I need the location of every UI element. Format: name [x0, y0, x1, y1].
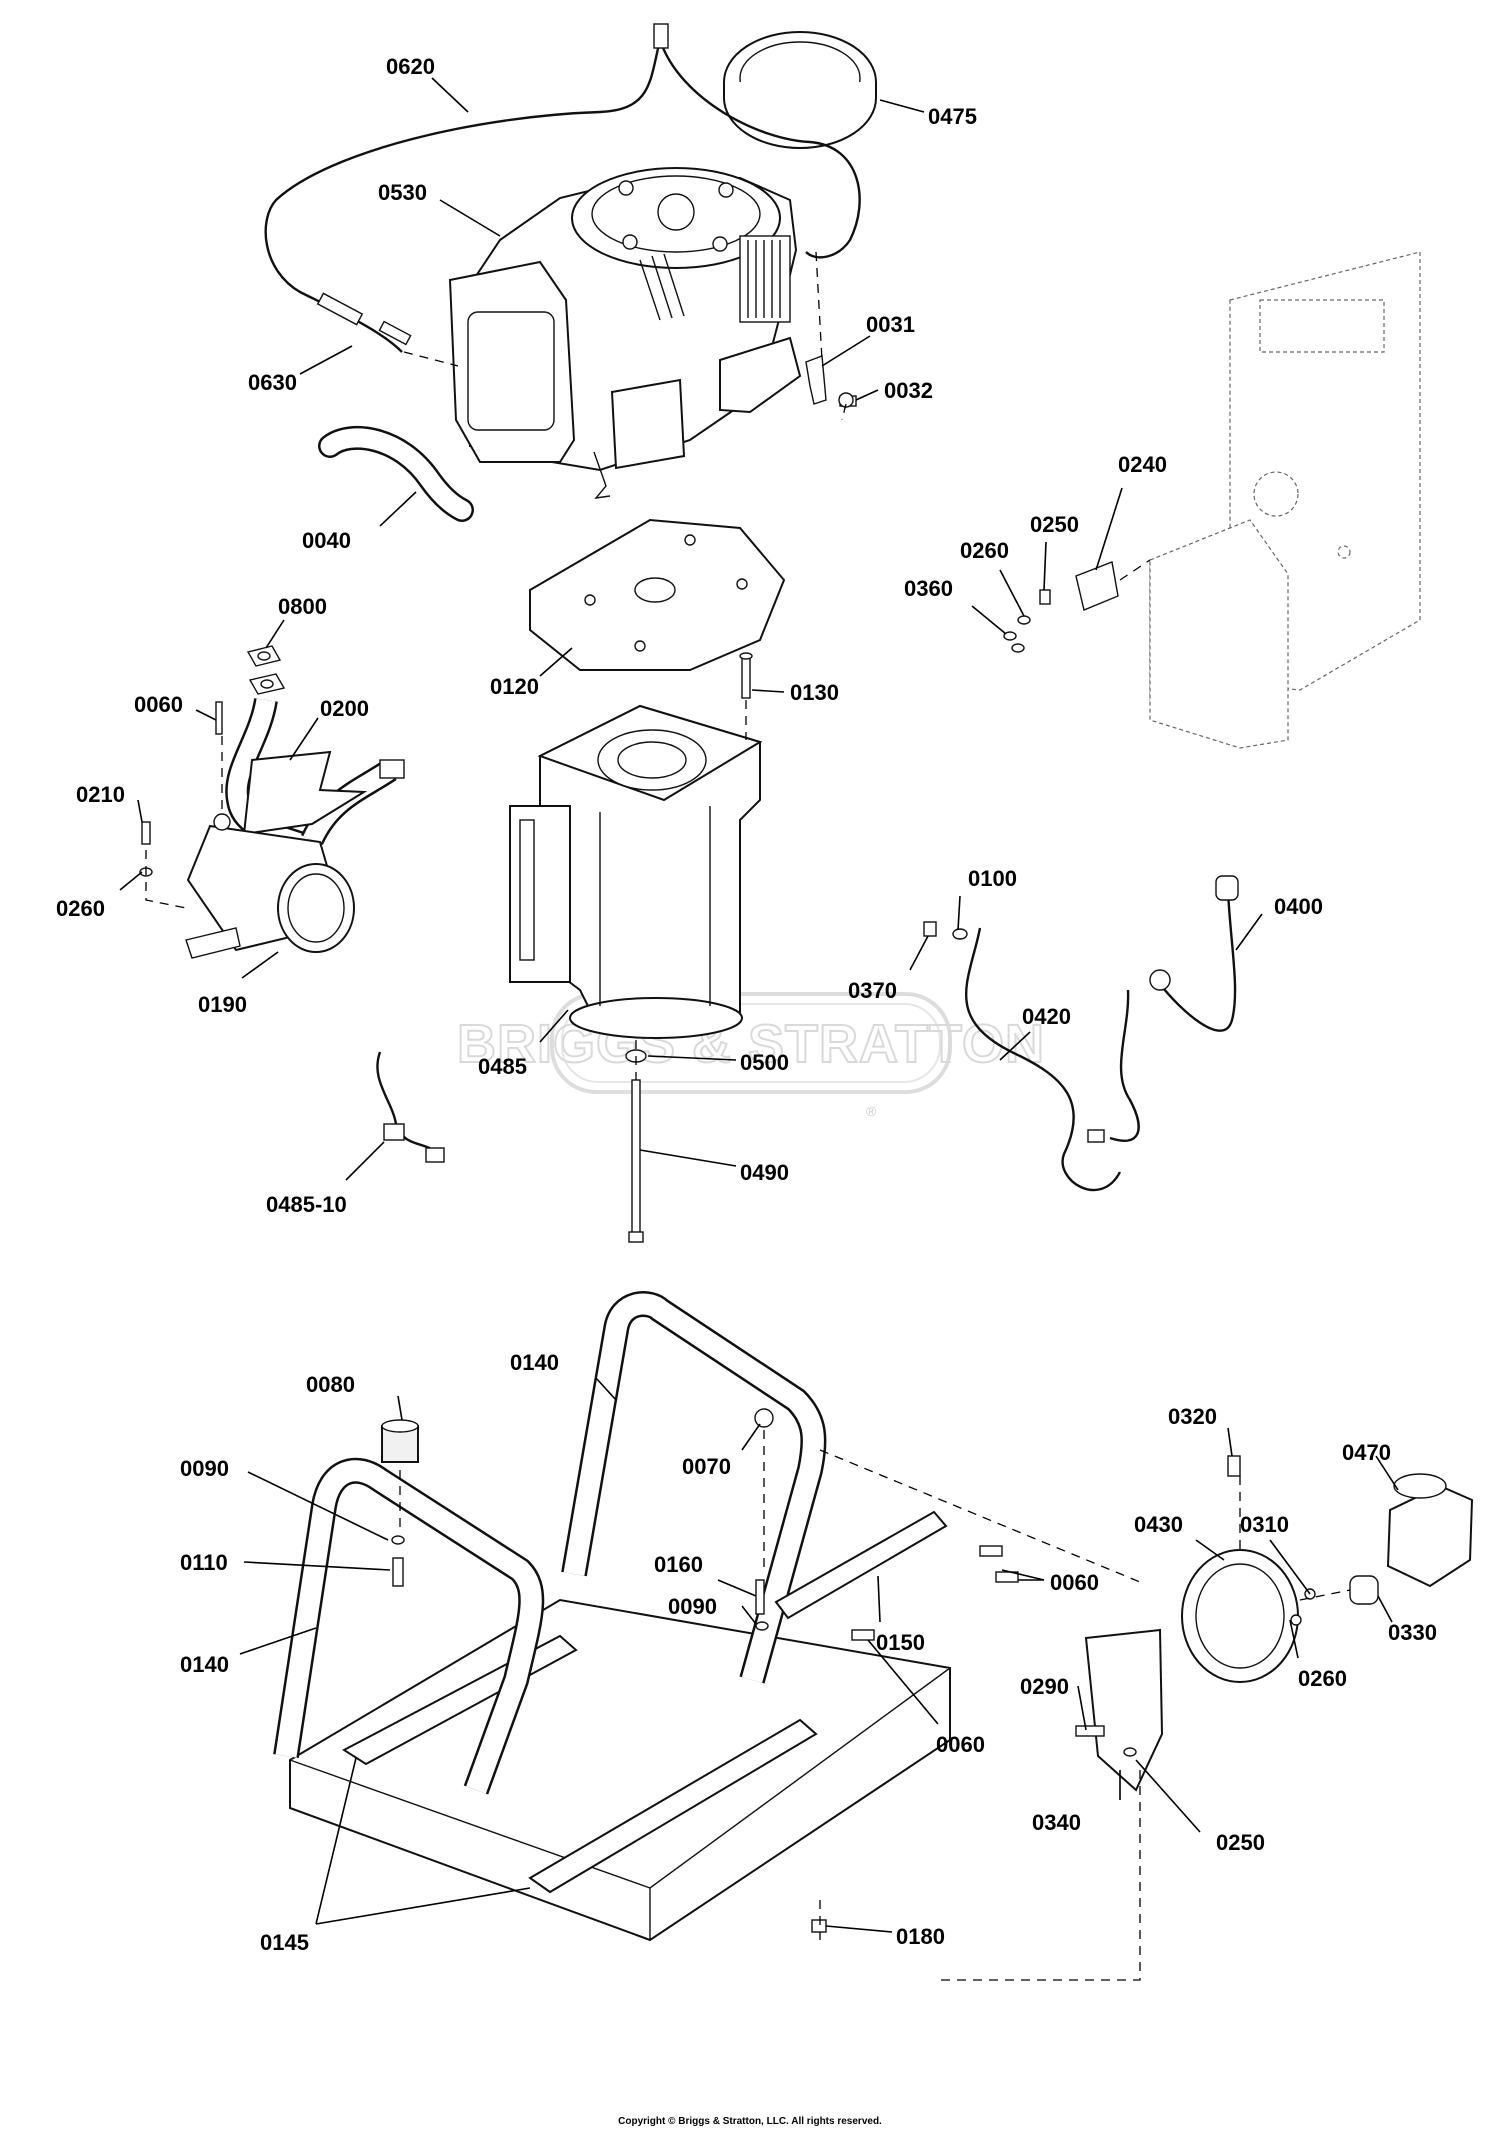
exhaust-pipe-part	[225, 697, 405, 858]
callout-0485: 0485	[478, 1054, 527, 1079]
registered-mark: ®	[866, 1103, 877, 1119]
engine-part	[448, 167, 802, 499]
callout-0200: 0200	[320, 696, 369, 721]
small-bracket-part	[805, 355, 857, 408]
callout-0530: 0530	[378, 180, 427, 205]
callout-0490: 0490	[740, 1160, 789, 1185]
callout-0290: 0290	[1020, 1674, 1069, 1699]
callout-0260-top: 0260	[960, 538, 1009, 563]
brand-watermark: BRIGGS & STRATTON ®	[456, 992, 1045, 1119]
callout-0370: 0370	[848, 978, 897, 1003]
alternator-part	[509, 704, 763, 1039]
ground-strap-part	[923, 921, 1140, 1192]
callout-0260-muffler: 0260	[56, 896, 105, 921]
callout-0180: 0180	[896, 1924, 945, 1949]
callout-0470: 0470	[1342, 1440, 1391, 1465]
callout-0260-regulator: 0260	[1298, 1666, 1347, 1691]
callout-0060-frame-b: 0060	[936, 1732, 985, 1757]
part-callouts: 0620 0475 0530 0630 0031 0032 0040 0240 …	[56, 54, 1437, 1955]
engine-wire-harness-part	[264, 23, 861, 353]
callout-0250-bracket: 0250	[1216, 1830, 1265, 1855]
isolator-mount-part	[381, 1419, 419, 1463]
callout-0500: 0500	[740, 1050, 789, 1075]
callout-0100: 0100	[968, 866, 1017, 891]
sensor-harness-part	[376, 1051, 445, 1163]
callout-0120: 0120	[490, 674, 539, 699]
callout-0620: 0620	[386, 54, 435, 79]
callout-0340: 0340	[1032, 1810, 1081, 1835]
callout-0420: 0420	[1022, 1004, 1071, 1029]
exhaust-gasket-part	[246, 645, 286, 695]
breather-hose-part	[318, 425, 474, 522]
callout-0140-left: 0140	[180, 1652, 229, 1677]
regulator-bracket-part	[1075, 1628, 1164, 1792]
callout-0110: 0110	[180, 1550, 228, 1575]
crossbar-part	[774, 1510, 948, 1620]
callout-0032: 0032	[884, 378, 933, 403]
callout-0475: 0475	[928, 104, 977, 129]
leader-lines	[119, 77, 1399, 1933]
callout-0060-frame-a: 0060	[1050, 1570, 1099, 1595]
callout-0190: 0190	[198, 992, 247, 1017]
callout-0210: 0210	[76, 782, 125, 807]
callout-0145: 0145	[260, 1930, 309, 1955]
frame-base-part	[289, 1598, 951, 1942]
callout-0080: 0080	[306, 1372, 355, 1397]
copyright-notice: Copyright © Briggs & Stratton, LLC. All …	[618, 2116, 882, 2127]
callout-0031: 0031	[866, 312, 915, 337]
adapter-plate-part	[529, 518, 786, 671]
callout-0400: 0400	[1274, 894, 1323, 919]
air-filter-ring-part	[723, 31, 877, 149]
callout-0090-left: 0090	[180, 1456, 229, 1481]
callout-0430: 0430	[1134, 1512, 1183, 1537]
callout-0360: 0360	[904, 576, 953, 601]
callout-0130: 0130	[790, 680, 839, 705]
battery-cable-part	[1149, 875, 1239, 1032]
callout-0060-muffler: 0060	[134, 692, 183, 717]
callout-0140-top: 0140	[510, 1350, 559, 1375]
callout-0090-mid: 0090	[668, 1594, 717, 1619]
callout-0485-10: 0485-10	[266, 1192, 347, 1217]
stud-part	[739, 652, 753, 699]
watermark-text: BRIGGS & STRATTON	[457, 1014, 1045, 1074]
callout-0630: 0630	[248, 370, 297, 395]
callout-0250-top: 0250	[1030, 512, 1079, 537]
callout-0800: 0800	[278, 594, 327, 619]
muffler-bolt-part	[139, 701, 223, 877]
control-enclosure-ghost	[1149, 251, 1421, 749]
callout-0240: 0240	[1118, 452, 1167, 477]
callout-0310: 0310	[1240, 1512, 1289, 1537]
fuel-solenoid-valve-part	[1349, 1473, 1474, 1605]
callout-0040: 0040	[302, 528, 351, 553]
fuel-regulator-part	[1181, 1455, 1316, 1683]
muffler-part	[185, 813, 355, 959]
callout-0160: 0160	[654, 1552, 703, 1577]
alignment-lines	[145, 251, 1351, 1981]
mounting-bracket-part	[1003, 561, 1119, 653]
callout-0330: 0330	[1388, 1620, 1437, 1645]
tube-frame-part	[273, 1291, 827, 1795]
callout-0320: 0320	[1168, 1404, 1217, 1429]
callout-0070: 0070	[682, 1454, 731, 1479]
callout-0150: 0150	[876, 1630, 925, 1655]
